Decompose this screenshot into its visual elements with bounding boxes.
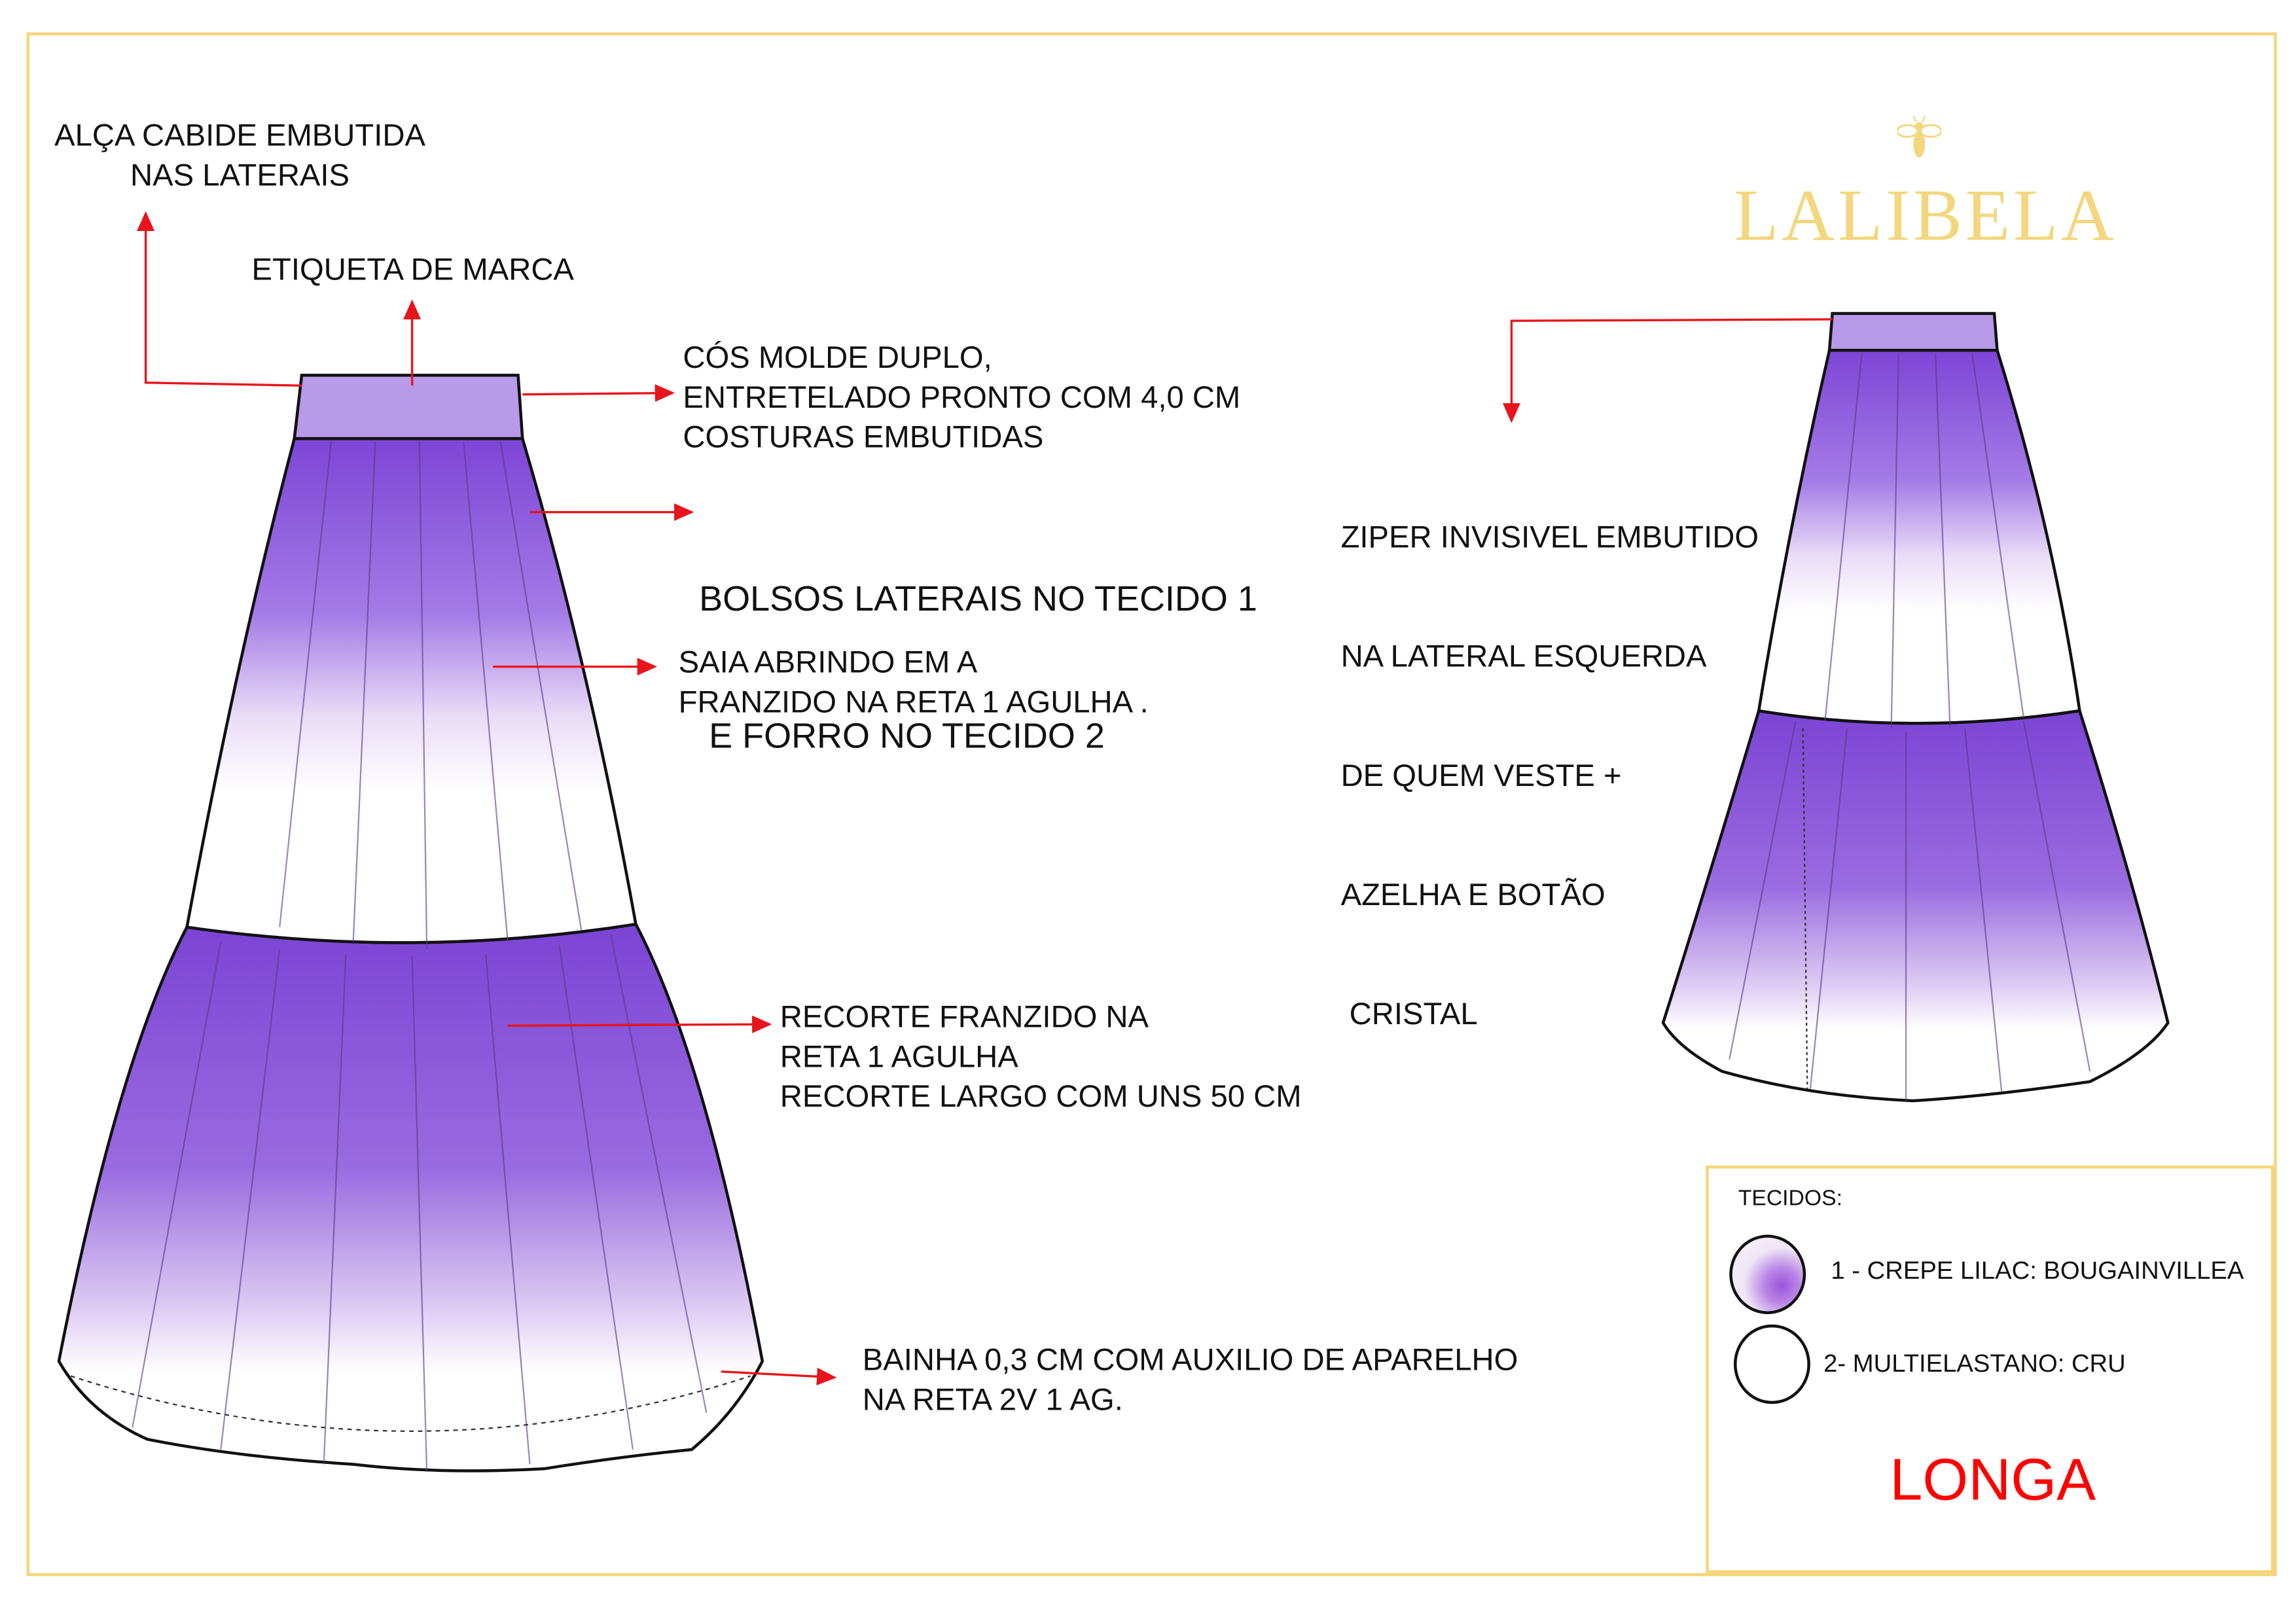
legend-title: TECIDOS: xyxy=(1738,1186,1843,1211)
annotation-line: CRISTAL xyxy=(1340,997,1478,1032)
front-waistband xyxy=(293,374,524,440)
annotation-pockets: BOLSOS LATERAIS NO TECIDO 1 E FORRO NO T… xyxy=(699,486,1257,851)
arrow-waistband xyxy=(522,384,675,402)
legend-fabric-2: 2- MULTIELASTANO: CRU xyxy=(1823,1349,2126,1378)
bee-icon xyxy=(1896,116,1943,158)
plain-white-swatch-icon xyxy=(1733,1324,1810,1404)
front-skirt xyxy=(57,374,764,1472)
arrow-tier-seam xyxy=(507,1015,772,1033)
annotation-zipper: ZIPER INVISIVEL EMBUTIDO NA LATERAL ESQU… xyxy=(1341,438,1759,1114)
annotation-line: COSTURAS EMBUTIDAS xyxy=(683,421,1044,455)
annotation-line: DE QUEM VESTE + xyxy=(1340,759,1622,794)
annotation-line: CÓS MOLDE DUPLO, xyxy=(683,341,992,376)
brand-name: LALIBELA xyxy=(1733,173,2117,257)
annotation-line: NAS LATERAIS xyxy=(130,158,350,193)
fabric-legend: TECIDOS: 1 - CREPE LILAC: BOUGAINVILLEA … xyxy=(1706,1165,2274,1573)
annotation-line: RETA 1 AGULHA xyxy=(780,1040,1018,1075)
lilac-print-swatch-icon xyxy=(1729,1234,1806,1315)
front-lower-tier xyxy=(57,922,764,1472)
annotation-line: NA RETA 2V 1 AG. xyxy=(862,1383,1123,1418)
annotation-line: RECORTE FRANZIDO NA xyxy=(780,1001,1149,1035)
back-upper-tier xyxy=(1757,348,2081,725)
legend-fabric-1: 1 - CREPE LILAC: BOUGAINVILLEA xyxy=(1831,1257,2244,1285)
annotation-line: ETIQUETA DE MARCA xyxy=(251,253,574,287)
annotation-line: ENTRETELADO PRONTO COM 4,0 CM xyxy=(683,381,1241,416)
annotation-line: AZELHA E BOTÃO xyxy=(1340,878,1605,913)
callout-arrows xyxy=(137,211,1833,1385)
brand-logo: LALIBELA xyxy=(1733,115,2117,257)
annotation-line: ZIPER INVISIVEL EMBUTIDO xyxy=(1340,521,1759,555)
annotation-line: NA LATERAL ESQUERDA xyxy=(1340,640,1707,674)
annotation-hem: BAINHA 0,3 CM COM AUXILIO DE APARELHO NA… xyxy=(863,1341,1518,1420)
annotation-skirt-body: SAIA ABRINDO EM A FRANZIDO NA RETA 1 AGU… xyxy=(679,643,1149,722)
arrow-hem xyxy=(721,1367,837,1385)
front-upper-tier xyxy=(185,437,638,944)
annotation-waistband: CÓS MOLDE DUPLO, ENTRETELADO PRONTO COM … xyxy=(683,338,1240,457)
annotation-line: ALÇA CABIDE EMBUTIDA xyxy=(54,119,425,153)
annotation-tier-seam: RECORTE FRANZIDO NA RETA 1 AGULHA RECORT… xyxy=(780,998,1302,1117)
length-label: LONGA xyxy=(1890,1448,2096,1513)
annotation-line: BAINHA 0,3 CM COM AUXILIO DE APARELHO xyxy=(862,1344,1518,1378)
annotation-line: RECORTE LARGO COM UNS 50 CM xyxy=(780,1080,1302,1115)
annotation-line: E FORRO NO TECIDO 2 xyxy=(699,717,1105,757)
annotation-line: SAIA ABRINDO EM A xyxy=(678,646,978,680)
annotation-brand-label: ETIQUETA DE MARCA xyxy=(252,250,574,290)
page-frame xyxy=(26,32,2277,1577)
arrow-zipper xyxy=(1502,318,1833,423)
annotation-line: FRANZIDO NA RETA 1 AGULHA . xyxy=(678,685,1149,720)
annotation-hanger-loop: ALÇA CABIDE EMBUTIDA NAS LATERAIS xyxy=(37,116,443,196)
back-skirt xyxy=(1661,312,2170,1103)
back-waistband xyxy=(1827,312,1999,352)
arrow-hanger-loop xyxy=(137,211,302,387)
annotation-line: BOLSOS LATERAIS NO TECIDO 1 xyxy=(699,579,1257,620)
